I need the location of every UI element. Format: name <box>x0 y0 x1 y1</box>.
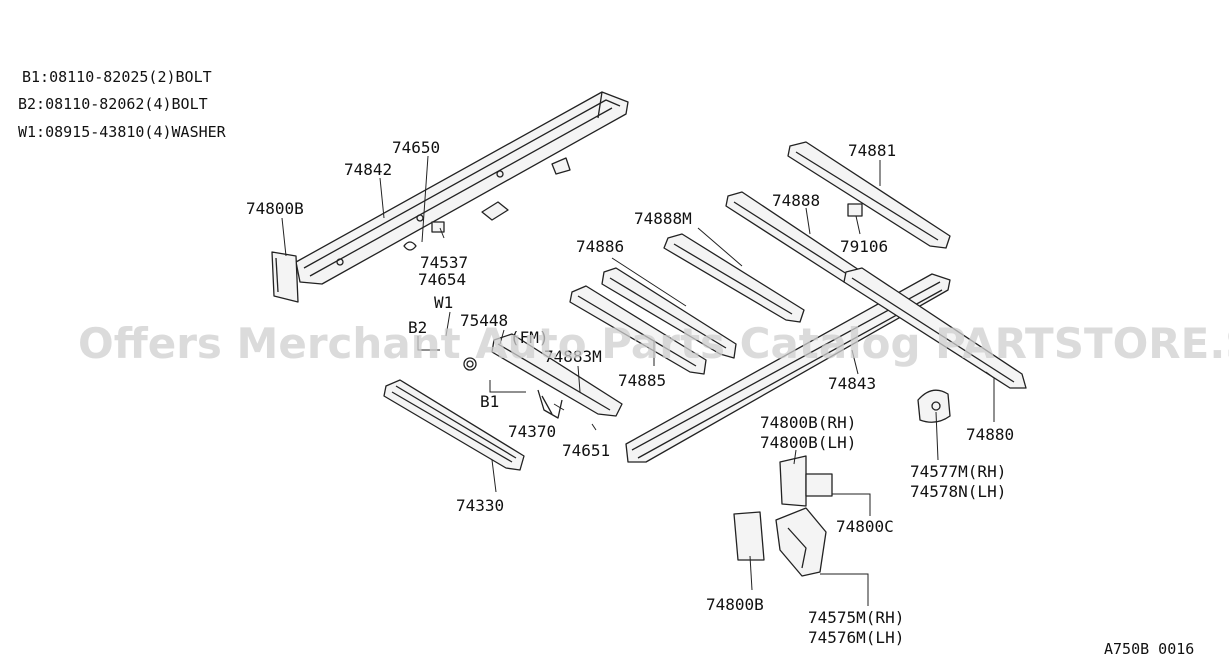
part-clip-center[interactable] <box>481 157 571 221</box>
label-74651[interactable]: 74651 <box>562 441 610 460</box>
label-b2[interactable]: B2 <box>408 318 427 337</box>
part-74800B-rh-lh-bracket[interactable] <box>779 455 807 507</box>
label-74842[interactable]: 74842 <box>344 160 392 179</box>
notes-block: B1:08110-82025(2)BOLT B2:08110-82062(4)B… <box>18 68 227 141</box>
label-74537[interactable]: 74537 <box>420 253 468 272</box>
label-75448[interactable]: 75448 <box>460 311 508 330</box>
label-74886[interactable]: 74886 <box>576 237 624 256</box>
part-74800B-plate[interactable] <box>733 511 765 561</box>
part-74888M-member[interactable] <box>663 233 805 323</box>
label-74800C[interactable]: 74800C <box>836 517 894 536</box>
label-74888[interactable]: 74888 <box>772 191 820 210</box>
part-74843-rail[interactable] <box>625 273 951 463</box>
part-74650-clip[interactable] <box>403 241 417 251</box>
label-74881[interactable]: 74881 <box>848 141 896 160</box>
label-74330[interactable]: 74330 <box>456 496 504 515</box>
label-74883M[interactable]: 74883M <box>544 347 602 366</box>
part-74575M-bracket[interactable] <box>775 507 827 577</box>
part-74537-bracket[interactable] <box>431 221 445 233</box>
part-74370-hanger[interactable] <box>537 389 563 419</box>
part-74885-member[interactable] <box>569 285 707 375</box>
label-79106[interactable]: 79106 <box>840 237 888 256</box>
label-74578N[interactable]: 74578N(LH) <box>910 482 1006 501</box>
label-74370[interactable]: 74370 <box>508 422 556 441</box>
label-74577M[interactable]: 74577M(RH) <box>910 462 1006 481</box>
label-w1[interactable]: W1 <box>434 293 453 312</box>
part-labels: 74650 74842 74800B 74537 74654 W1 B2 754… <box>246 138 1014 647</box>
label-74800B-a[interactable]: 74800B <box>246 199 304 218</box>
part-74330-member[interactable] <box>383 379 525 471</box>
label-74800B-lh[interactable]: 74800B(LH) <box>760 433 856 452</box>
watermark: Offers Merchant Auto Parts Catalog PARTS… <box>78 319 1229 368</box>
note-w1: W1:08915-43810(4)WASHER <box>18 123 227 141</box>
part-79106-clip[interactable] <box>847 203 863 217</box>
part-74800C-bracket[interactable] <box>805 473 833 497</box>
label-74576M[interactable]: 74576M(LH) <box>808 628 904 647</box>
diagram-code: A750B 0016 <box>1104 640 1194 658</box>
part-74800B-left-bracket[interactable] <box>271 251 299 303</box>
label-b1[interactable]: B1 <box>480 392 499 411</box>
label-74880[interactable]: 74880 <box>966 425 1014 444</box>
part-74880-rail[interactable] <box>843 267 1027 389</box>
note-b1: B1:08110-82025(2)BOLT <box>22 68 212 86</box>
label-74650[interactable]: 74650 <box>392 138 440 157</box>
leader-lines <box>281 155 995 606</box>
part-74886-member[interactable] <box>601 267 737 359</box>
part-74577M-bracket[interactable] <box>917 389 951 423</box>
label-74654[interactable]: 74654 <box>418 270 466 289</box>
label-74800B-b[interactable]: 74800B <box>706 595 764 614</box>
label-74888M[interactable]: 74888M <box>634 209 692 228</box>
note-b2: B2:08110-82062(4)BOLT <box>18 95 208 113</box>
label-75448-note: (FM) <box>510 328 549 347</box>
part-74842-rail[interactable] <box>295 91 629 285</box>
label-74843[interactable]: 74843 <box>828 374 876 393</box>
part-74881-member[interactable] <box>787 141 951 249</box>
part-74883M-crossmember[interactable] <box>463 333 623 417</box>
label-74800B-rh[interactable]: 74800B(RH) <box>760 413 856 432</box>
label-74885[interactable]: 74885 <box>618 371 666 390</box>
label-74575M[interactable]: 74575M(RH) <box>808 608 904 627</box>
